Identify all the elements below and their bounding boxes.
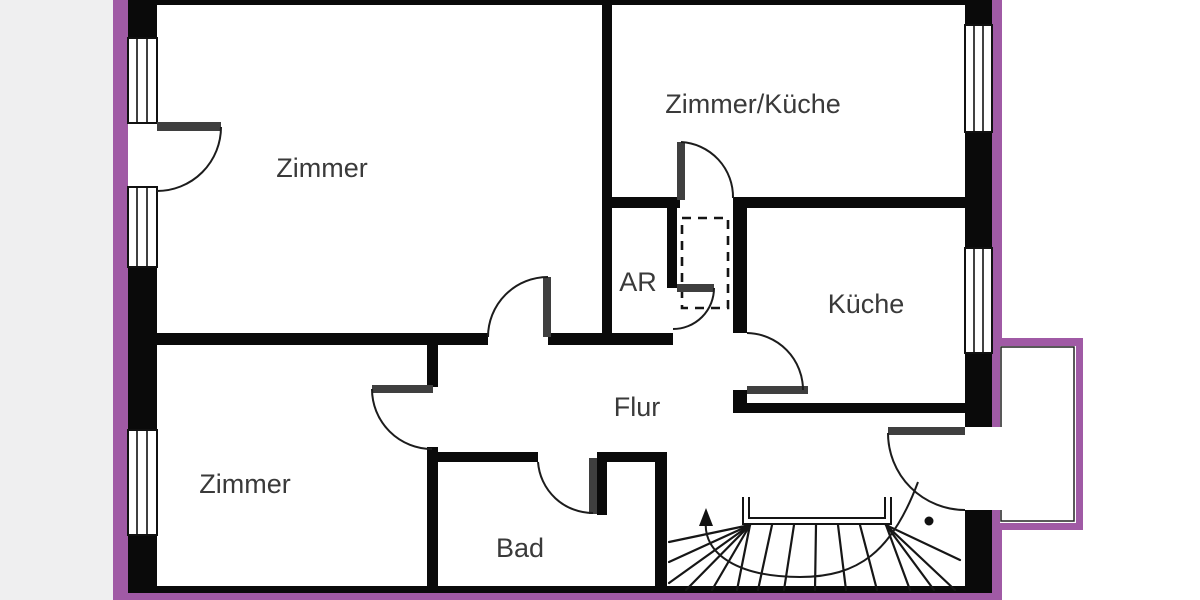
window-icon [127, 186, 158, 268]
window-icon [127, 37, 158, 124]
outer-walls [128, 0, 992, 593]
wall-bottom [128, 586, 992, 593]
door-swing-icon-entrance [887, 427, 966, 511]
wall-kueche-south [747, 403, 965, 413]
door-swing-icon-bad [537, 458, 597, 515]
room-label-bad: Bad [496, 533, 544, 563]
door-swing-icon-left-exterior [156, 122, 222, 192]
balcony [993, 338, 1083, 530]
wall-zimmer-zimmerkueche [602, 5, 612, 340]
room-label-zimmer-top: Zimmer [276, 153, 367, 183]
room-label-zimmer-bottom: Zimmer [199, 469, 290, 499]
wall-right-seg1 [965, 0, 992, 25]
stair-walk-line [704, 481, 919, 579]
door-swing-icon-zimmer-bottom [371, 385, 433, 450]
shaft-dashed-icon [680, 216, 730, 310]
interior-walls [157, 5, 965, 593]
stair-newel-dot [924, 516, 934, 526]
window-icon [964, 24, 993, 133]
wall-flur-north-left [157, 333, 488, 345]
stair-rail-outer [742, 497, 892, 525]
room-labels: Zimmer Zimmer/Küche AR Küche Flur Zimmer… [199, 89, 904, 563]
page-margin [0, 0, 113, 600]
entrance-opening [965, 427, 1002, 510]
boundary-bottom [113, 593, 1002, 600]
wall-kueche-west [733, 208, 747, 333]
wall-zimmer-bottom-east-lower [427, 447, 438, 593]
door-swing-icon-zimmer-kueche [677, 141, 735, 200]
window-icon [127, 429, 158, 536]
boundary-right [992, 0, 1002, 600]
balcony-floor [1000, 346, 1076, 523]
wall-right-seg4 [965, 510, 992, 593]
wall-ar-east [667, 208, 677, 288]
wall-left-seg1 [128, 0, 157, 38]
wall-kueche-west-corner [733, 390, 747, 413]
staircase-icon [667, 481, 962, 592]
wall-zimmerkueche-south-left [612, 197, 680, 208]
wall-bad-north-left [438, 452, 538, 462]
door-swing-icon-kueche [746, 332, 808, 394]
wall-top [128, 0, 992, 5]
wall-right-seg2 [965, 132, 992, 248]
balcony-hatch-icon [1003, 364, 1073, 501]
wall-bad-north-right [597, 452, 662, 462]
doors [156, 122, 966, 515]
room-label-zimmer-kueche: Zimmer/Küche [665, 89, 841, 119]
wall-stairwell-west [655, 452, 667, 593]
wall-bad-door-jamb [597, 462, 607, 515]
door-swing-icon-zimmer-top [487, 276, 551, 338]
room-label-ar: AR [619, 267, 657, 297]
wall-left-seg3 [128, 535, 157, 593]
windows [127, 24, 993, 536]
stair-treads [667, 523, 962, 592]
window-icon [964, 247, 993, 354]
room-label-flur: Flur [614, 392, 661, 422]
wall-right-seg3 [965, 353, 992, 427]
door-swing-icon-ar [672, 284, 715, 330]
wall-zimmer-bottom-east-upper [427, 345, 438, 387]
stair-walk-arrow-icon [699, 508, 713, 526]
room-label-kueche: Küche [828, 289, 905, 319]
wall-zimmerkueche-south-right [733, 197, 965, 208]
stair-rail-inner [748, 497, 886, 519]
wall-flur-north-right [548, 333, 673, 345]
wall-left-seg2 [128, 267, 157, 430]
boundary-left [113, 0, 128, 600]
